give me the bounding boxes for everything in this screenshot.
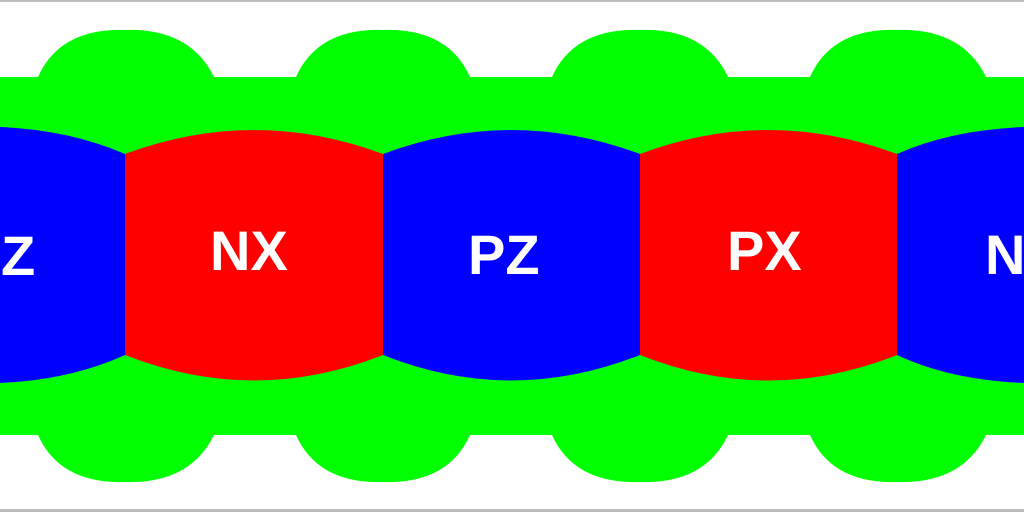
face-panels	[0, 127, 1024, 383]
face-label-z-left: Z	[1, 224, 35, 287]
face-panel-n-right	[897, 127, 1024, 383]
face-panel-pz	[383, 130, 640, 381]
face-label-nx: NX	[210, 219, 288, 282]
face-label-px: PX	[727, 219, 802, 282]
face-label-pz: PZ	[468, 223, 540, 286]
face-panel-nx	[125, 130, 383, 381]
face-label-n-right: N	[985, 223, 1024, 286]
face-panel-z-left	[0, 127, 125, 383]
frame-bottom-line	[0, 509, 1024, 512]
face-labels: Z NX PZ PX N	[1, 219, 1024, 287]
frame-top-line	[0, 0, 1024, 2]
face-panel-px	[640, 130, 897, 381]
